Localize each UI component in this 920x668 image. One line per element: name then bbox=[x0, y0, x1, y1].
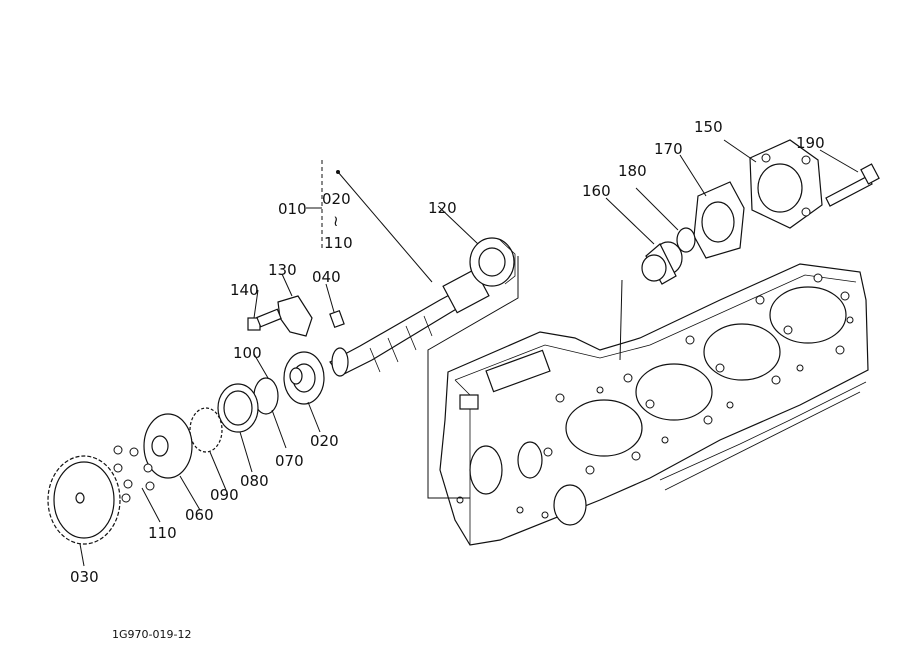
label-130: 130 bbox=[268, 261, 297, 279]
bracket-130 bbox=[277, 295, 313, 337]
label-120: 120 bbox=[428, 199, 457, 217]
label-150: 150 bbox=[694, 118, 723, 136]
label-tilde: ≀ bbox=[333, 212, 339, 230]
bearing-120 bbox=[469, 237, 516, 287]
callout-labels: 010 020 ≀ 110 120 130 140 040 100 020 07… bbox=[70, 118, 825, 641]
label-040: 040 bbox=[312, 268, 341, 286]
label-140: 140 bbox=[230, 281, 259, 299]
label-100: 100 bbox=[233, 344, 262, 362]
bolt-140 bbox=[247, 308, 282, 331]
plate-060 bbox=[143, 413, 193, 479]
label-060: 060 bbox=[185, 506, 214, 524]
label-010: 010 bbox=[278, 200, 307, 218]
engine-block bbox=[439, 263, 869, 546]
label-170: 170 bbox=[654, 140, 683, 158]
bushing-160 bbox=[641, 241, 683, 285]
label-020: 020 bbox=[310, 432, 339, 450]
gasket-170 bbox=[693, 181, 745, 259]
block-holes bbox=[456, 273, 854, 519]
washer-080 bbox=[217, 383, 259, 433]
ring-090 bbox=[189, 407, 223, 453]
label-110: 110 bbox=[148, 524, 177, 542]
gear-030 bbox=[47, 455, 121, 545]
label-080: 080 bbox=[240, 472, 269, 490]
drive-shaft bbox=[329, 268, 490, 377]
key-040 bbox=[329, 309, 345, 329]
housing-150 bbox=[749, 139, 823, 229]
label-090: 090 bbox=[210, 486, 239, 504]
label-160: 160 bbox=[582, 182, 611, 200]
label-070: 070 bbox=[275, 452, 304, 470]
label-180: 180 bbox=[618, 162, 647, 180]
label-190: 190 bbox=[796, 134, 825, 152]
bearing-020 bbox=[283, 351, 325, 405]
oring-180 bbox=[676, 227, 696, 253]
leader-lines bbox=[79, 139, 859, 567]
label-020-range: 020 bbox=[322, 190, 351, 208]
balls-110 bbox=[113, 445, 155, 503]
bolt-190 bbox=[825, 163, 880, 207]
label-110-range: 110 bbox=[324, 234, 353, 252]
label-030: 030 bbox=[70, 568, 99, 586]
diagram-code: 1G970-019-12 bbox=[112, 628, 191, 641]
